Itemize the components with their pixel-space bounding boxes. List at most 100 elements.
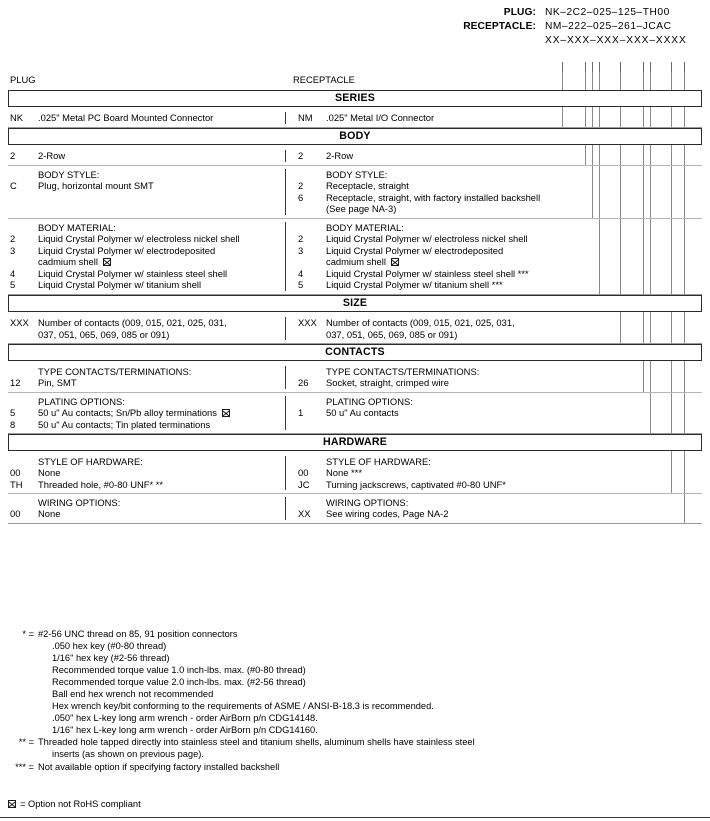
footnote-line: *** =Not available option if specifying … bbox=[8, 761, 588, 773]
part-number-tick-6 bbox=[643, 62, 644, 73]
option-subheading: PLATING OPTIONS: bbox=[326, 396, 413, 407]
footnote-marker: ** = bbox=[18, 737, 34, 748]
footnote-text: .050" hex L-key long arm wrench - order … bbox=[52, 713, 318, 724]
section-title-size: SIZE bbox=[8, 295, 702, 312]
option-row: NM .025" Metal I/O Connector bbox=[296, 112, 596, 124]
option-text-continued: (See page NA-3) bbox=[326, 203, 397, 215]
option-row: 12 Pin, SMT bbox=[10, 377, 282, 389]
rohs-legend-text: = Option not RoHS compliant bbox=[20, 799, 141, 809]
option-text: None *** bbox=[326, 467, 362, 478]
option-code: 2 bbox=[298, 180, 304, 191]
option-text: Liquid Crystal Polymer w/ titanium shell… bbox=[326, 279, 503, 291]
option-subheading: WIRING OPTIONS: bbox=[326, 497, 409, 508]
option-text-continued: cadmium shell bbox=[326, 256, 596, 268]
footnote-text: 1/16" hex L-key long arm wrench - order … bbox=[52, 725, 318, 736]
part-number-tick-marks bbox=[0, 62, 710, 74]
option-code: 3 bbox=[10, 244, 16, 256]
footnote-line: * =#2-56 UNC thread on 85, 91 position c… bbox=[8, 628, 588, 640]
option-text: Liquid Crystal Polymer w/ electrodeposit… bbox=[38, 244, 216, 256]
part-number-tick-7 bbox=[650, 62, 651, 73]
option-code: 6 bbox=[298, 191, 304, 203]
section-title-contacts: CONTACTS bbox=[8, 344, 702, 361]
receptacle-label: RECEPTACLE: bbox=[463, 21, 536, 32]
option-code: 1 bbox=[298, 407, 304, 418]
option-code: 2 bbox=[298, 150, 304, 161]
option-code: 5 bbox=[10, 407, 16, 418]
rohs-x-box-icon bbox=[8, 800, 16, 808]
option-group: XXX Number of contacts (009, 015, 021, 02… bbox=[8, 314, 702, 344]
option-text: None bbox=[38, 467, 61, 478]
option-text: Turning jackscrews, captivated #0-80 UNF… bbox=[326, 478, 506, 490]
part-number-tick-5 bbox=[620, 62, 621, 73]
footnote-text: Recommended torque value 1.0 inch-lbs. m… bbox=[52, 665, 306, 676]
option-text: Number of contacts (009, 015, 021, 025, … bbox=[38, 317, 227, 328]
column-divider bbox=[285, 112, 287, 124]
option-subheading: STYLE OF HARDWARE: bbox=[38, 456, 143, 467]
option-code: 8 bbox=[10, 418, 16, 430]
option-code: JC bbox=[298, 478, 310, 490]
section-title-body: BODY bbox=[8, 128, 702, 145]
plug-options: TYPE CONTACTS/TERMINATIONS: 12 Pin, SMT bbox=[10, 366, 282, 389]
receptacle-part-number: NM–222–025–261–JCAC bbox=[545, 21, 672, 32]
option-code: 26 bbox=[298, 377, 309, 388]
plug-options: NK.025" Metal PC Board Mounted Connector bbox=[10, 112, 282, 124]
option-subheading: TYPE CONTACTS/TERMINATIONS: bbox=[38, 366, 192, 377]
rohs-legend: = Option not RoHS compliant bbox=[8, 798, 141, 810]
option-code: NM bbox=[298, 112, 313, 123]
footnote-line: 1/16" hex L-key long arm wrench - order … bbox=[8, 724, 588, 736]
footnote-line: Hex wrench key/bit conforming to the req… bbox=[8, 700, 588, 712]
option-text: Number of contacts (009, 015, 021, 025, … bbox=[326, 317, 515, 328]
option-text: Liquid Crystal Polymer w/ electroless ni… bbox=[38, 233, 240, 244]
part-number-header: PLUG: NK–2C2–025–125–TH00 RECEPTACLE: NM… bbox=[0, 6, 710, 48]
option-group: NK.025" Metal PC Board Mounted Connector… bbox=[8, 109, 702, 128]
option-code: XXX bbox=[298, 317, 317, 328]
option-subheading: STYLE OF HARDWARE: bbox=[326, 456, 431, 467]
option-code: TH bbox=[10, 478, 23, 490]
footnote-line: inserts (as shown on previous page). bbox=[8, 748, 588, 760]
column-divider bbox=[285, 169, 287, 215]
footnote-line: 1/16" hex key (#2-56 thread) bbox=[8, 652, 588, 664]
option-text: Liquid Crystal Polymer w/ electroless ni… bbox=[326, 233, 528, 244]
part-number-mask-row: XX–XXX–XXX–XXX–XXXX bbox=[0, 34, 710, 48]
option-code: 12 bbox=[10, 377, 21, 388]
mask-spacer bbox=[0, 34, 545, 48]
receptacle-part-number-row: RECEPTACLE: NM–222–025–261–JCAC bbox=[0, 20, 710, 34]
part-number-tick-9 bbox=[684, 62, 685, 73]
footnote-line: ** =Threaded hole tapped directly into s… bbox=[8, 736, 588, 748]
option-code: NK bbox=[10, 112, 24, 123]
option-text: 50 u" Au contacts bbox=[326, 407, 399, 418]
option-code: 4 bbox=[10, 267, 16, 279]
option-code: C bbox=[10, 180, 17, 191]
option-subheading: BODY STYLE: bbox=[38, 169, 100, 180]
footnote-text: Ball end hex wrench not recommended bbox=[52, 689, 214, 700]
option-subheading: BODY STYLE: bbox=[326, 169, 388, 180]
option-text: 2-Row bbox=[38, 150, 66, 161]
footnote-marker: *** = bbox=[15, 761, 34, 772]
option-text-continued: 037, 051, 065, 069, 085 or 091) bbox=[38, 328, 170, 340]
part-number-mask: XX–XXX–XXX–XXX–XXXX bbox=[545, 35, 687, 46]
option-text: .025" Metal I/O Connector bbox=[326, 112, 435, 123]
footnotes: * =#2-56 UNC thread on 85, 91 position c… bbox=[8, 628, 588, 773]
footnote-line: Recommended torque value 2.0 inch-lbs. m… bbox=[8, 676, 588, 688]
option-text: Pin, SMT bbox=[38, 377, 77, 388]
option-code: 3 bbox=[298, 244, 304, 256]
part-number-tick-2 bbox=[585, 62, 586, 73]
